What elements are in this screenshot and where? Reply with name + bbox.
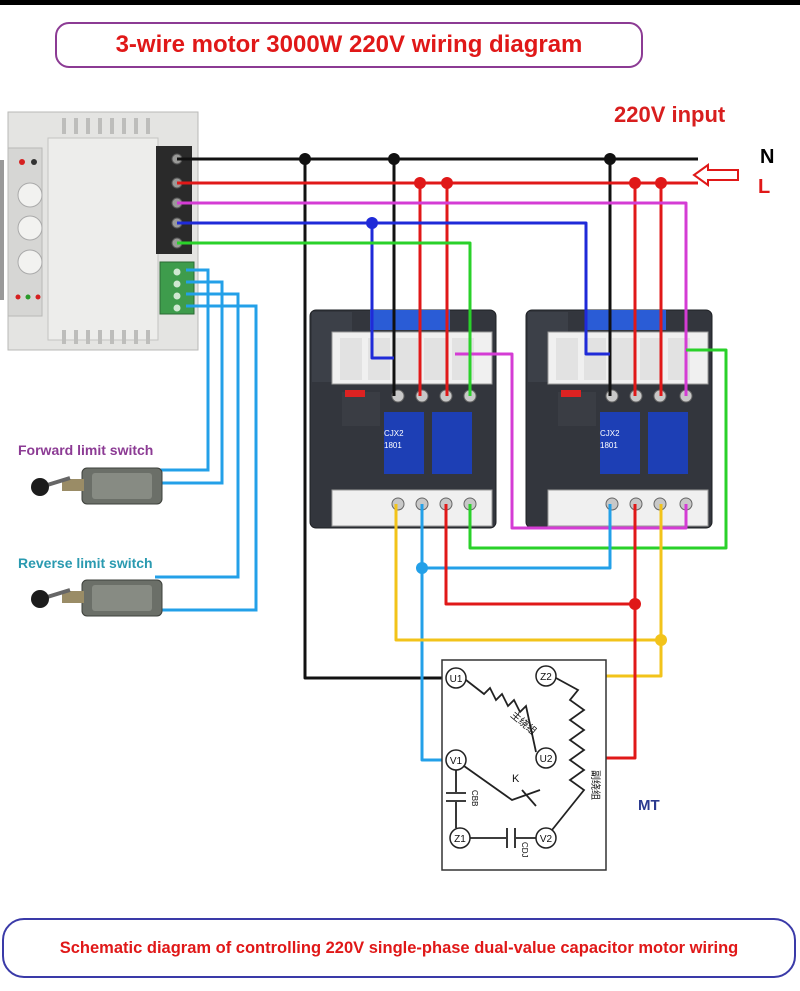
remote-button	[17, 249, 43, 275]
controller-face	[47, 137, 159, 341]
neutral-label: N	[760, 146, 775, 168]
contactor-reverse: CJX2 1801	[525, 309, 713, 529]
input-label: 220V input	[614, 102, 726, 127]
status-led	[25, 294, 31, 300]
blue-wire	[177, 221, 610, 356]
contactor-rating: 1801	[600, 441, 618, 450]
limit-switch-wiring	[155, 268, 258, 612]
yellow-wire	[394, 504, 663, 678]
junction-dots	[299, 153, 667, 646]
terminal-u1: U1	[450, 674, 463, 685]
main-wiring	[177, 157, 728, 762]
remote-button	[17, 182, 43, 208]
diagram-title: 3-wire motor 3000W 220V wiring diagram	[55, 22, 643, 68]
contactor-model: CJX2	[384, 429, 404, 438]
motor-schematic: U1 Z2 V1 U2 Z1 V2 主绕组 副绕组	[441, 659, 607, 871]
status-led	[35, 294, 41, 300]
remote-controller-module	[0, 111, 199, 351]
cdj-label: CDJ	[520, 842, 529, 858]
neutral-to-motor	[303, 159, 452, 680]
status-led	[15, 294, 21, 300]
input-arrow-icon	[692, 163, 739, 187]
terminal-v1: V1	[450, 756, 463, 767]
green-wire	[177, 241, 472, 396]
remote-button	[17, 215, 43, 241]
antenna	[0, 160, 4, 300]
signal-terminal-screws	[173, 268, 181, 312]
contactor-rating: 1801	[384, 441, 402, 450]
switch-k-label: K	[512, 773, 520, 785]
terminal-v2: V2	[540, 834, 553, 845]
reverse-switch-label: Reverse limit switch	[18, 555, 153, 571]
status-led	[31, 159, 37, 165]
terminal-u2: U2	[540, 754, 553, 765]
aux-winding-label: 副绕组	[589, 770, 602, 800]
terminal-z1: Z1	[454, 834, 466, 845]
contactor-forward: CJX2 1801	[309, 309, 497, 529]
top-border	[0, 0, 800, 5]
cbb-label: CBB	[470, 790, 479, 806]
status-led	[19, 159, 25, 165]
terminal-z2: Z2	[540, 672, 552, 683]
bottom-caption: Schematic diagram of controlling 220V si…	[2, 918, 796, 978]
motor-label: MT	[638, 797, 660, 814]
magenta-wire	[177, 201, 688, 396]
forward-switch-label: Forward limit switch	[18, 442, 154, 458]
reverse-limit-switch	[31, 579, 163, 617]
line-label: L	[758, 176, 771, 198]
contactor-model: CJX2	[600, 429, 620, 438]
forward-limit-switch	[31, 467, 163, 505]
controller-vents	[62, 118, 150, 344]
